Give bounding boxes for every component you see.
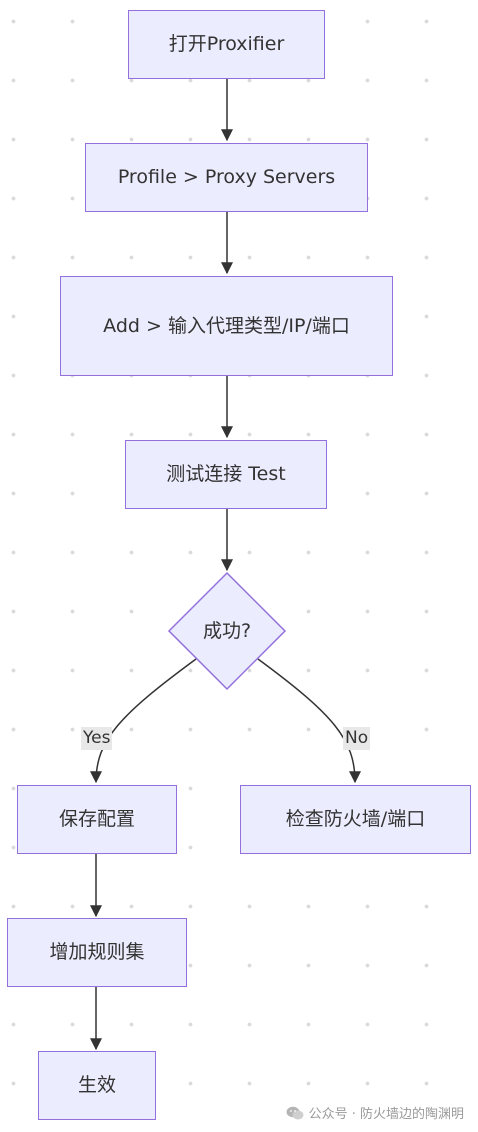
node-add-rules: 增加规则集 (7, 918, 187, 987)
edge-decision-no (257, 658, 361, 784)
node-save-config: 保存配置 (17, 785, 177, 854)
node-check-firewall: 检查防火墙/端口 (240, 785, 471, 854)
node-open-proxifier: 打开Proxifier (128, 10, 325, 79)
node-take-effect-label: 生效 (77, 1074, 116, 1096)
decision-diamond (167, 571, 287, 691)
edge-label-yes: Yes (81, 727, 113, 750)
watermark: 公众号 · 防火墙边的陶渊明 (286, 1103, 464, 1122)
node-take-effect: 生效 (38, 1051, 156, 1120)
wechat-icon (286, 1106, 304, 1119)
node-test-connection-label: 测试连接 Test (166, 463, 286, 485)
decision-label: 成功? (202, 620, 252, 642)
node-add-rules-label: 增加规则集 (49, 941, 145, 963)
node-proxy-servers-label: Profile > Proxy Servers (117, 166, 336, 188)
node-check-firewall-label: 检查防火墙/端口 (285, 808, 426, 830)
node-save-config-label: 保存配置 (58, 808, 135, 830)
node-proxy-servers: Profile > Proxy Servers (85, 143, 368, 212)
edge-label-no: No (343, 727, 371, 750)
node-open-proxifier-label: 打开Proxifier (168, 33, 285, 55)
node-test-connection: 测试连接 Test (125, 440, 327, 509)
node-add-proxy: Add > 输入代理类型/IP/端口 (60, 276, 393, 376)
edge-decision-yes (90, 658, 197, 784)
watermark-text: 公众号 · 防火墙边的陶渊明 (308, 1107, 464, 1122)
node-add-proxy-label: Add > 输入代理类型/IP/端口 (103, 314, 350, 337)
